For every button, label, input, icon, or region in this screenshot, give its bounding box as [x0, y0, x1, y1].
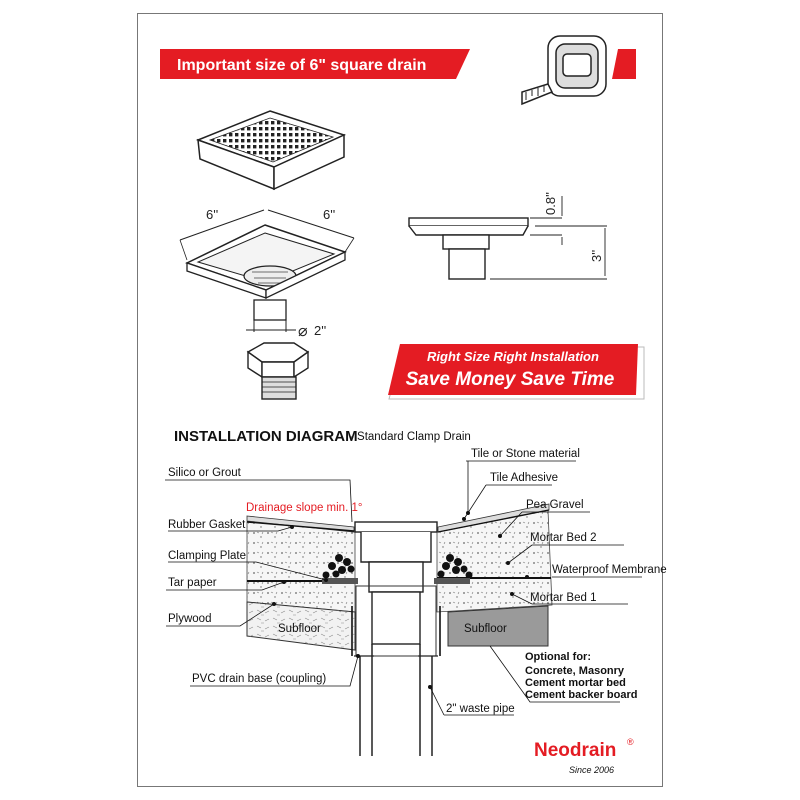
label-waterproof-membrane: Waterproof Membrane	[552, 564, 667, 576]
profile-dimension-lines	[490, 196, 607, 280]
label-drainage-slope: Drainage slope min. 1°	[246, 502, 362, 514]
promo-box: Right Size Right Installation Save Money…	[388, 344, 645, 400]
label-silico-grout: Silico or Grout	[168, 467, 242, 479]
label-clamping-plate: Clamping Plate	[168, 550, 246, 562]
optional-title: Optional for:	[525, 651, 591, 663]
promo-line1: Right Size Right Installation	[427, 349, 599, 364]
outlet-dimension: 2''	[314, 323, 326, 338]
promo-line2: Save Money Save Time	[406, 369, 615, 390]
outlet-dimension-lines	[246, 320, 296, 332]
label-pea-gravel: Pea Gravel	[526, 499, 584, 511]
label-rubber-gasket: Rubber Gasket	[168, 519, 246, 531]
label-plywood: Plywood	[168, 613, 211, 625]
leader-lines	[165, 460, 642, 716]
optional-item-1: Cement mortar bed	[525, 677, 626, 689]
brand-logo: Neodrain	[534, 740, 616, 761]
depth-dimension: 3''	[589, 250, 604, 262]
label-tile-adhesive: Tile Adhesive	[490, 472, 558, 484]
tape-measure-icon	[521, 35, 607, 106]
page-frame	[137, 13, 663, 787]
installation-subheading: - Standard Clamp Drain	[350, 431, 471, 443]
label-waste-pipe: 2" waste pipe	[446, 703, 515, 715]
label-tar-paper: Tar paper	[168, 577, 217, 589]
header-banner: Important size of 6" square drain	[160, 49, 470, 79]
optional-item-0: Concrete, Masonry	[525, 665, 625, 677]
width-dimension-right: 6''	[323, 207, 335, 222]
header-title: Important size of 6" square drain	[177, 57, 426, 74]
brand-registered-mark: ®	[627, 737, 634, 747]
label-tile-stone: Tile or Stone material	[471, 448, 580, 460]
header-accent	[612, 49, 636, 79]
label-subfloor-right: Subfloor	[464, 623, 507, 635]
optional-item-2: Cement backer board	[525, 689, 637, 701]
installation-cross-section	[246, 503, 553, 756]
coupling-nut-drawing	[246, 342, 310, 400]
flange-dimension: 0.8''	[543, 192, 558, 215]
drain-grate-drawing	[195, 110, 347, 191]
label-pvc-drain-base: PVC drain base (coupling)	[192, 673, 326, 685]
drain-body-drawing	[179, 209, 355, 321]
width-dimension-left: 6''	[206, 207, 218, 222]
label-subfloor-left: Subfloor	[278, 623, 321, 635]
leader-dots	[272, 511, 529, 689]
outlet-diameter-symbol: ⌀	[298, 323, 308, 340]
label-mortar-bed-2: Mortar Bed 2	[530, 532, 596, 544]
installation-heading: INSTALLATION DIAGRAM	[174, 428, 358, 445]
label-mortar-bed-1: Mortar Bed 1	[530, 592, 596, 604]
side-profile-drawing	[408, 217, 529, 280]
brand-since: Since 2006	[569, 765, 614, 775]
